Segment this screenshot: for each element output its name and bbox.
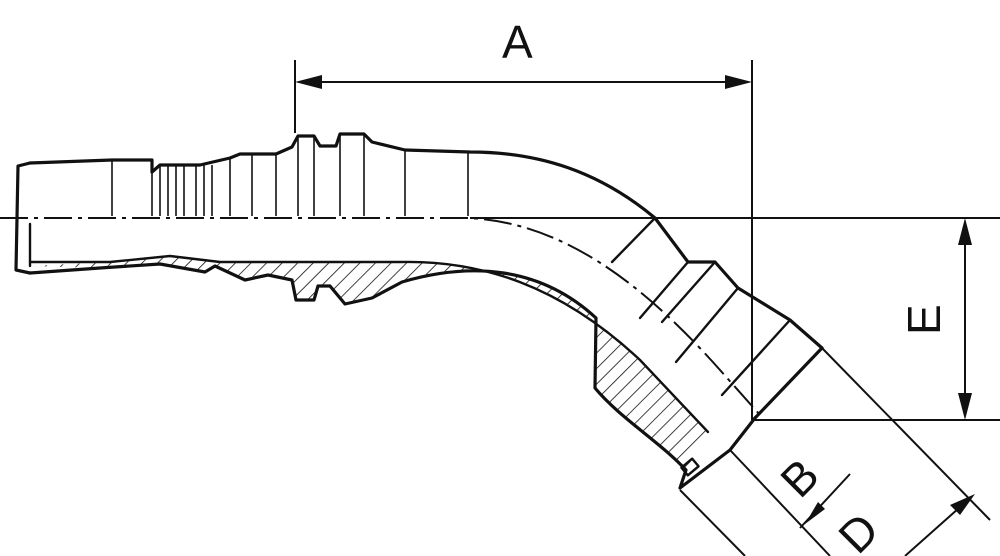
crimp-ridges [111, 134, 469, 216]
dimension-b-label: B [770, 449, 828, 507]
dimension-e: E [470, 217, 1000, 421]
dimension-a: A [294, 16, 753, 420]
dimension-d-label: D [828, 503, 888, 556]
center-line [0, 217, 761, 416]
dimension-e-label: E [898, 304, 950, 335]
dimension-a-label: A [502, 16, 533, 68]
fitting-body [14, 132, 824, 490]
hatched-section [30, 256, 708, 470]
